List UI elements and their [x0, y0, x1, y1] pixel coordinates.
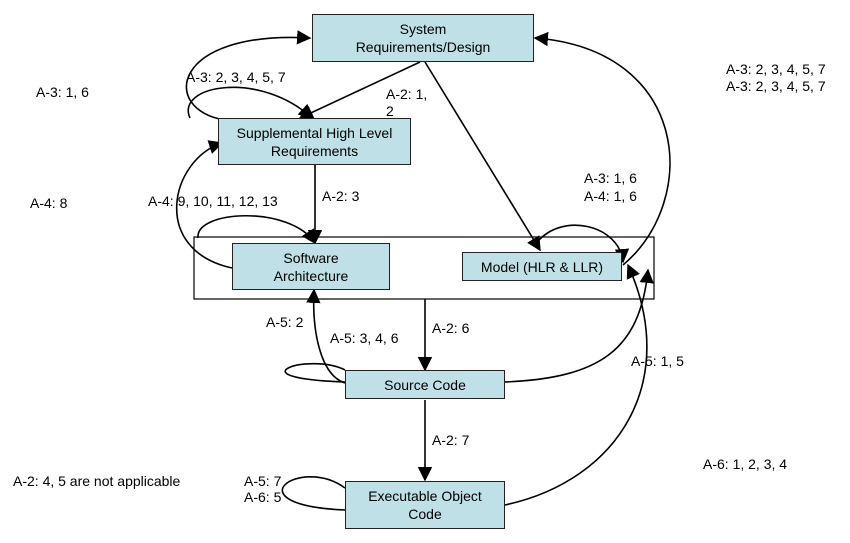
edge-hlr-to-system-loop	[185, 30, 312, 121]
note-a3-right-1: A-3: 2, 3, 4, 5, 7	[726, 61, 826, 77]
label-a5-code-arch: A-5: 2	[266, 314, 304, 330]
label-a2-arch-code: A-2: 6	[432, 320, 470, 336]
label-a4-arch-self: A-4: 9, 10, 11, 12, 13	[148, 193, 278, 209]
edge-hlr-self-loop	[187, 86, 314, 119]
node-software-architecture[interactable]: Software Architecture	[232, 243, 390, 290]
note-a4-left: A-4: 8	[30, 195, 68, 211]
node-executable-object-code[interactable]: Executable Object Code	[345, 481, 505, 529]
label-a5-exe-self: A-5: 7	[244, 473, 282, 489]
node-model-hlr-llr[interactable]: Model (HLR & LLR)	[462, 252, 622, 281]
note-a3-right-2: A-3: 2, 3, 4, 5, 7	[726, 78, 826, 94]
label-a3-model: A-3: 1, 6	[584, 170, 637, 186]
edge-arch-to-hlr-left	[175, 140, 233, 269]
edge-arch-self-loop	[197, 215, 316, 245]
architecture-model-container	[193, 236, 655, 300]
edge-model-to-system	[533, 31, 671, 266]
edge-system-to-hlr	[298, 61, 421, 120]
edge-exe-to-model	[504, 263, 648, 506]
node-system-requirements[interactable]: System Requirements/Design	[312, 14, 534, 62]
label-a2-code-exe: A-2: 7	[432, 432, 470, 448]
node-supplemental-hlr[interactable]: Supplemental High Level Requirements	[218, 118, 411, 165]
edge-code-self-loop	[284, 362, 346, 383]
label-a5-code-model: A-5: 1, 5	[631, 353, 684, 369]
edge-exe-self-loop	[281, 476, 346, 511]
label-a6-exe-model: A-6: 1, 2, 3, 4	[703, 456, 788, 472]
label-a4-model: A-4: 1, 6	[584, 188, 637, 204]
edge-code-to-arch	[306, 288, 346, 384]
edge-model-self-loop	[534, 224, 630, 264]
label-a3-hlr-self: A-3: 2, 3, 4, 5, 7	[186, 69, 286, 85]
edge-code-to-model	[504, 268, 654, 383]
label-a5-code-self: A-5: 3, 4, 6	[330, 330, 399, 346]
note-a2-not-applicable: A-2: 4, 5 are not applicable	[13, 473, 181, 489]
edge-system-to-model	[424, 61, 541, 252]
node-source-code[interactable]: Source Code	[345, 370, 505, 399]
label-a6-exe-self: A-6: 5	[244, 489, 282, 505]
label-a2-system-hlr: A-2: 1, 2	[386, 86, 428, 119]
note-a3-left: A-3: 1, 6	[36, 84, 89, 100]
label-a2-hlr-arch: A-2: 3	[322, 188, 360, 204]
